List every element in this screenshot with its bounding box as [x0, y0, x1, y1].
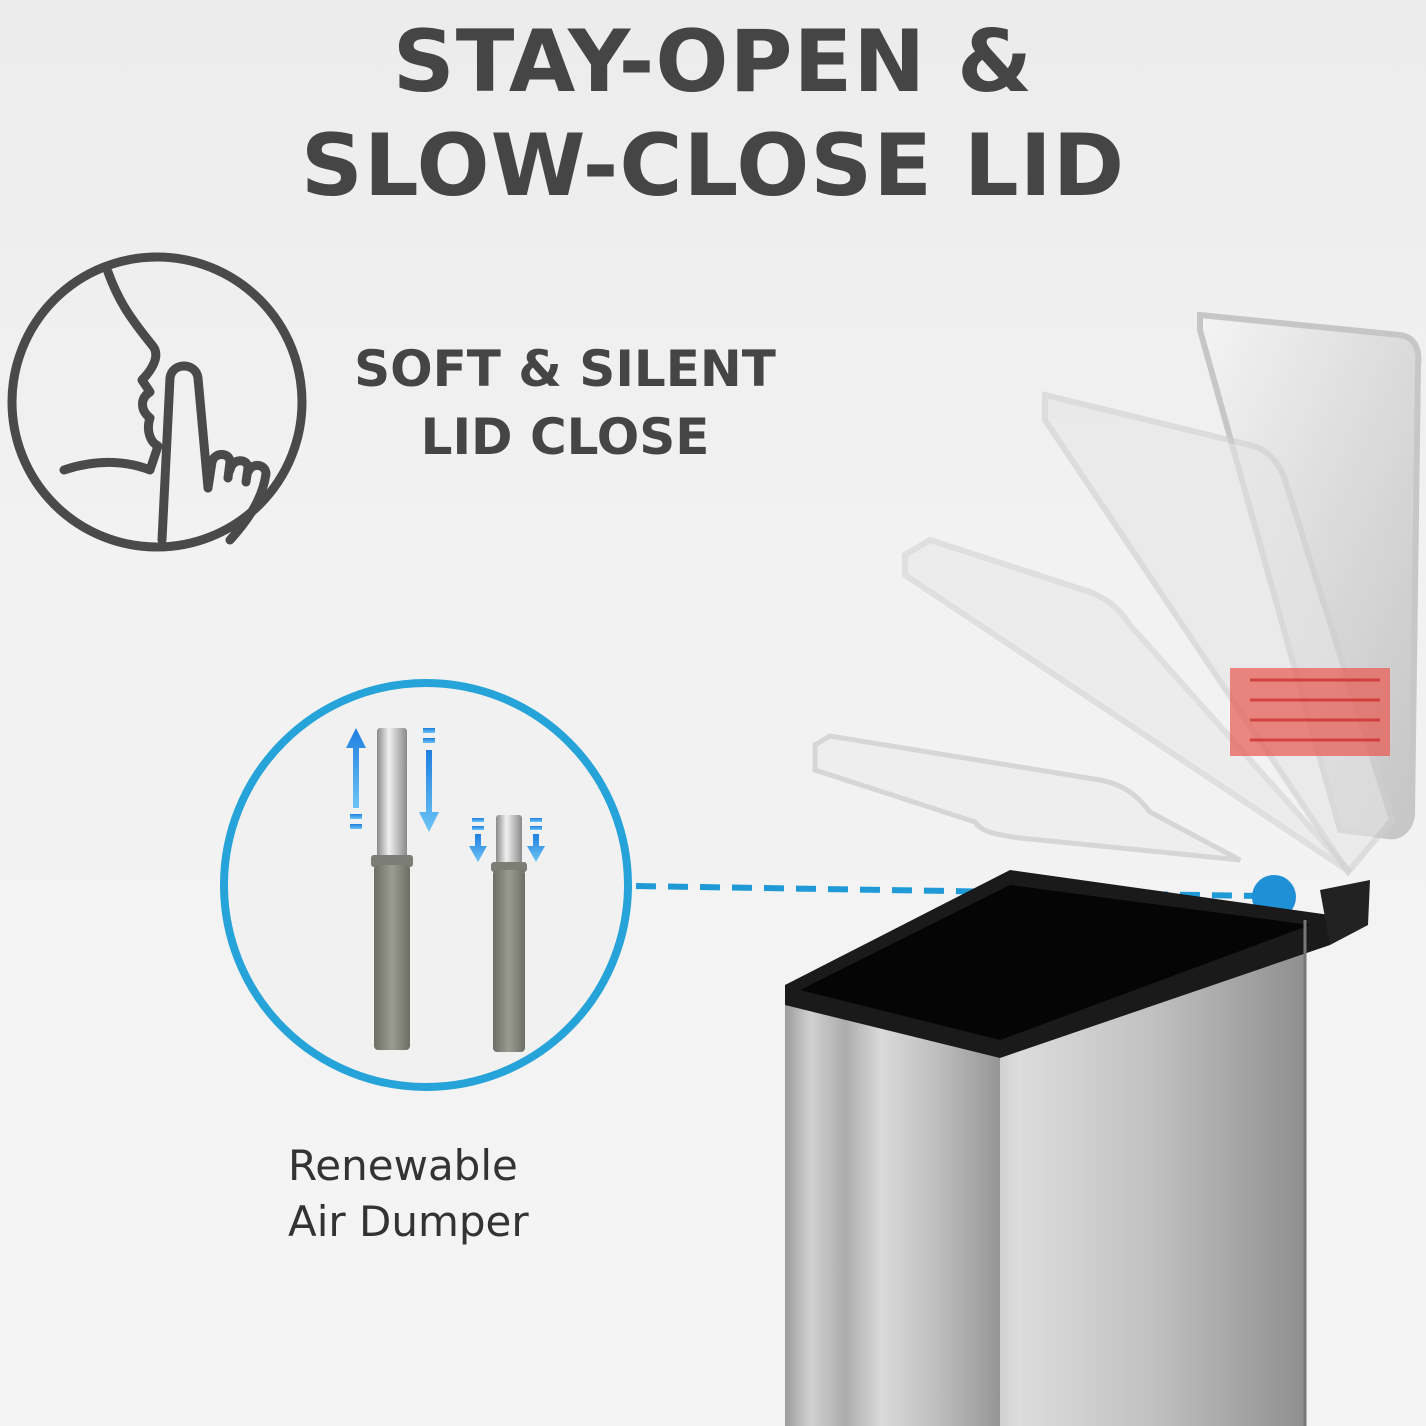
trash-can: [785, 311, 1422, 1426]
quiet-finger-icon: [7, 252, 307, 552]
feature-label: SOFT & SILENT LID CLOSE: [330, 335, 800, 471]
damper-caption: Renewable Air Dumper: [288, 1138, 688, 1250]
headline: STAY-OPEN & SLOW-CLOSE LID: [0, 10, 1426, 218]
caption-line-2: Air Dumper: [288, 1197, 529, 1246]
headline-line-2: SLOW-CLOSE LID: [300, 116, 1126, 216]
feature-line-2: LID CLOSE: [420, 408, 710, 466]
air-damper-icon: [220, 679, 632, 1091]
headline-line-1: STAY-OPEN &: [392, 12, 1034, 112]
feature-line-1: SOFT & SILENT: [354, 340, 776, 398]
caption-line-1: Renewable: [288, 1141, 518, 1190]
